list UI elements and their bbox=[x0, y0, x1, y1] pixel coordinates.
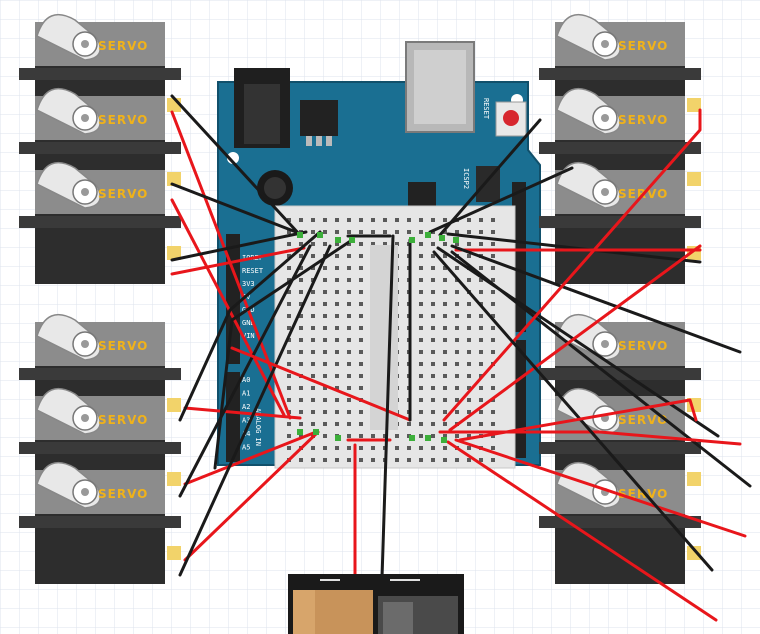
battery-holder bbox=[288, 574, 464, 634]
pin-label: A5 bbox=[242, 444, 250, 452]
pin-label: A3 bbox=[242, 417, 250, 425]
red-wire bbox=[170, 110, 292, 420]
red-wire bbox=[230, 346, 412, 422]
red-wire bbox=[438, 430, 742, 446]
wire-endpoint bbox=[425, 232, 431, 238]
black-wire bbox=[178, 230, 322, 422]
capacitor bbox=[257, 170, 293, 206]
red-wire bbox=[183, 430, 320, 562]
black-wire bbox=[380, 234, 395, 580]
pin-label: A2 bbox=[242, 403, 250, 411]
wire-endpoint bbox=[441, 437, 447, 443]
analog-in-label: ANALOG IN bbox=[254, 408, 262, 446]
black-wire bbox=[432, 250, 714, 572]
pin-label: 3V3 bbox=[242, 280, 255, 288]
dc-jack bbox=[234, 68, 290, 148]
servo-horn-icon bbox=[36, 388, 101, 435]
red-wire bbox=[170, 198, 286, 417]
red-wire bbox=[183, 406, 302, 420]
black-wire bbox=[213, 238, 354, 470]
servo-label: SERVO bbox=[98, 39, 148, 53]
servo-horn-icon bbox=[556, 14, 621, 61]
red-wire bbox=[454, 438, 747, 538]
wire-endpoint bbox=[335, 237, 341, 243]
usb-port bbox=[405, 41, 475, 133]
reset-button[interactable] bbox=[495, 101, 527, 137]
pin-label: VIN bbox=[242, 332, 255, 340]
servo-horn-icon bbox=[36, 162, 101, 209]
black-wire bbox=[170, 182, 298, 234]
wire-endpoint bbox=[335, 435, 341, 441]
black-wire bbox=[450, 244, 742, 354]
black-wire bbox=[170, 230, 308, 262]
wire-endpoint bbox=[349, 237, 355, 243]
servo-label: SERVO bbox=[618, 39, 668, 53]
wire-endpoint bbox=[317, 232, 323, 238]
pin-label: RESET bbox=[242, 267, 264, 275]
wire-endpoint bbox=[453, 237, 459, 243]
servo-motor: SERVO bbox=[19, 462, 181, 584]
black-wire bbox=[170, 94, 302, 237]
red-wire bbox=[446, 440, 718, 622]
servo-label: SERVO bbox=[98, 339, 148, 353]
icsp-label: ICSP2 bbox=[462, 168, 470, 189]
red-wire bbox=[183, 430, 318, 486]
servo-motor: SERVO bbox=[19, 162, 181, 284]
servo-horn-icon bbox=[556, 88, 621, 135]
black-wire bbox=[178, 244, 312, 498]
servo-label: SERVO bbox=[98, 113, 148, 127]
servo-horn-icon bbox=[556, 314, 621, 361]
servo-horn-icon bbox=[36, 462, 101, 509]
black-wire bbox=[438, 118, 542, 237]
breadboard-center-channel bbox=[370, 245, 398, 430]
wire-group bbox=[170, 94, 752, 622]
reset-label: RESET bbox=[482, 98, 490, 120]
servo-label: SERVO bbox=[98, 413, 148, 427]
servo-label: SERVO bbox=[618, 339, 668, 353]
servo-label: SERVO bbox=[618, 413, 668, 427]
servo-label: SERVO bbox=[618, 113, 668, 127]
pin-label: A0 bbox=[242, 376, 250, 384]
analog-header bbox=[226, 372, 240, 462]
black-wire bbox=[446, 232, 702, 264]
servo-label: SERVO bbox=[98, 187, 148, 201]
black-wire bbox=[178, 244, 332, 577]
servo-horn-icon bbox=[36, 88, 101, 135]
wire-endpoint bbox=[409, 237, 415, 243]
pin-label: GND bbox=[242, 319, 255, 327]
wire-endpoint bbox=[439, 235, 445, 241]
red-wire bbox=[448, 244, 702, 432]
wire-endpoint bbox=[297, 232, 303, 238]
wire-endpoint bbox=[313, 429, 319, 435]
servo-horn-icon bbox=[36, 314, 101, 361]
servo-label: SERVO bbox=[98, 487, 148, 501]
voltage-regulator bbox=[300, 100, 338, 146]
wire-endpoint bbox=[425, 435, 431, 441]
pin-label: A4 bbox=[242, 430, 250, 438]
wire-endpoint bbox=[409, 435, 415, 441]
red-wire bbox=[170, 246, 306, 276]
red-wire bbox=[442, 108, 702, 422]
servo-horn-icon bbox=[36, 14, 101, 61]
servo-horn-icon bbox=[556, 162, 621, 209]
wire-endpoint bbox=[297, 429, 303, 435]
red-wire bbox=[458, 398, 698, 442]
pin-label: A1 bbox=[242, 390, 250, 398]
servo-motor: SERVO bbox=[539, 162, 701, 284]
servo-motor: SERVO bbox=[539, 462, 701, 584]
chip bbox=[408, 182, 436, 208]
